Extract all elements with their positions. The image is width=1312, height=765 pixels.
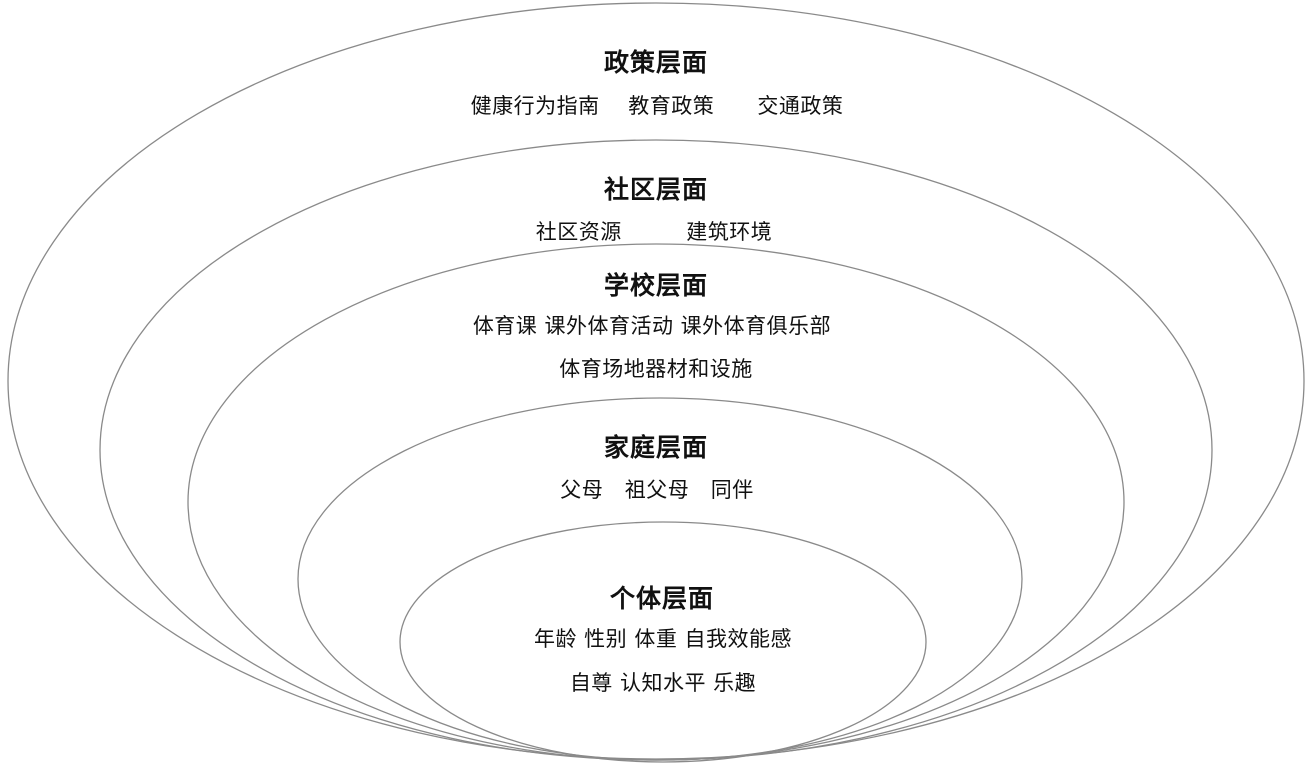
policy-layer-title: 政策层面 [603, 48, 708, 77]
individual-layer-items-line2: 自尊 认知水平 乐趣 [569, 671, 757, 695]
individual-layer-title: 个体层面 [609, 584, 714, 613]
school-layer-items-line1: 体育课 课外体育活动 课外体育俱乐部 [472, 314, 832, 338]
family-layer-title: 家庭层面 [603, 433, 708, 462]
family-layer-items: 父母 祖父母 同伴 [560, 478, 754, 502]
individual-layer-items-line1: 年龄 性别 体重 自我效能感 [533, 627, 793, 651]
school-layer-items-line2: 体育场地器材和设施 [559, 357, 753, 381]
family-layer-ellipse [297, 397, 1023, 761]
policy-layer-items: 健康行为指南 教育政策 交通政策 [470, 94, 844, 118]
school-layer-title: 学校层面 [603, 271, 708, 300]
policy-layer-ellipse [7, 2, 1305, 760]
community-layer-items: 社区资源 建筑环境 [535, 220, 773, 244]
individual-layer-ellipse [399, 521, 927, 763]
community-layer-title: 社区层面 [603, 175, 708, 204]
